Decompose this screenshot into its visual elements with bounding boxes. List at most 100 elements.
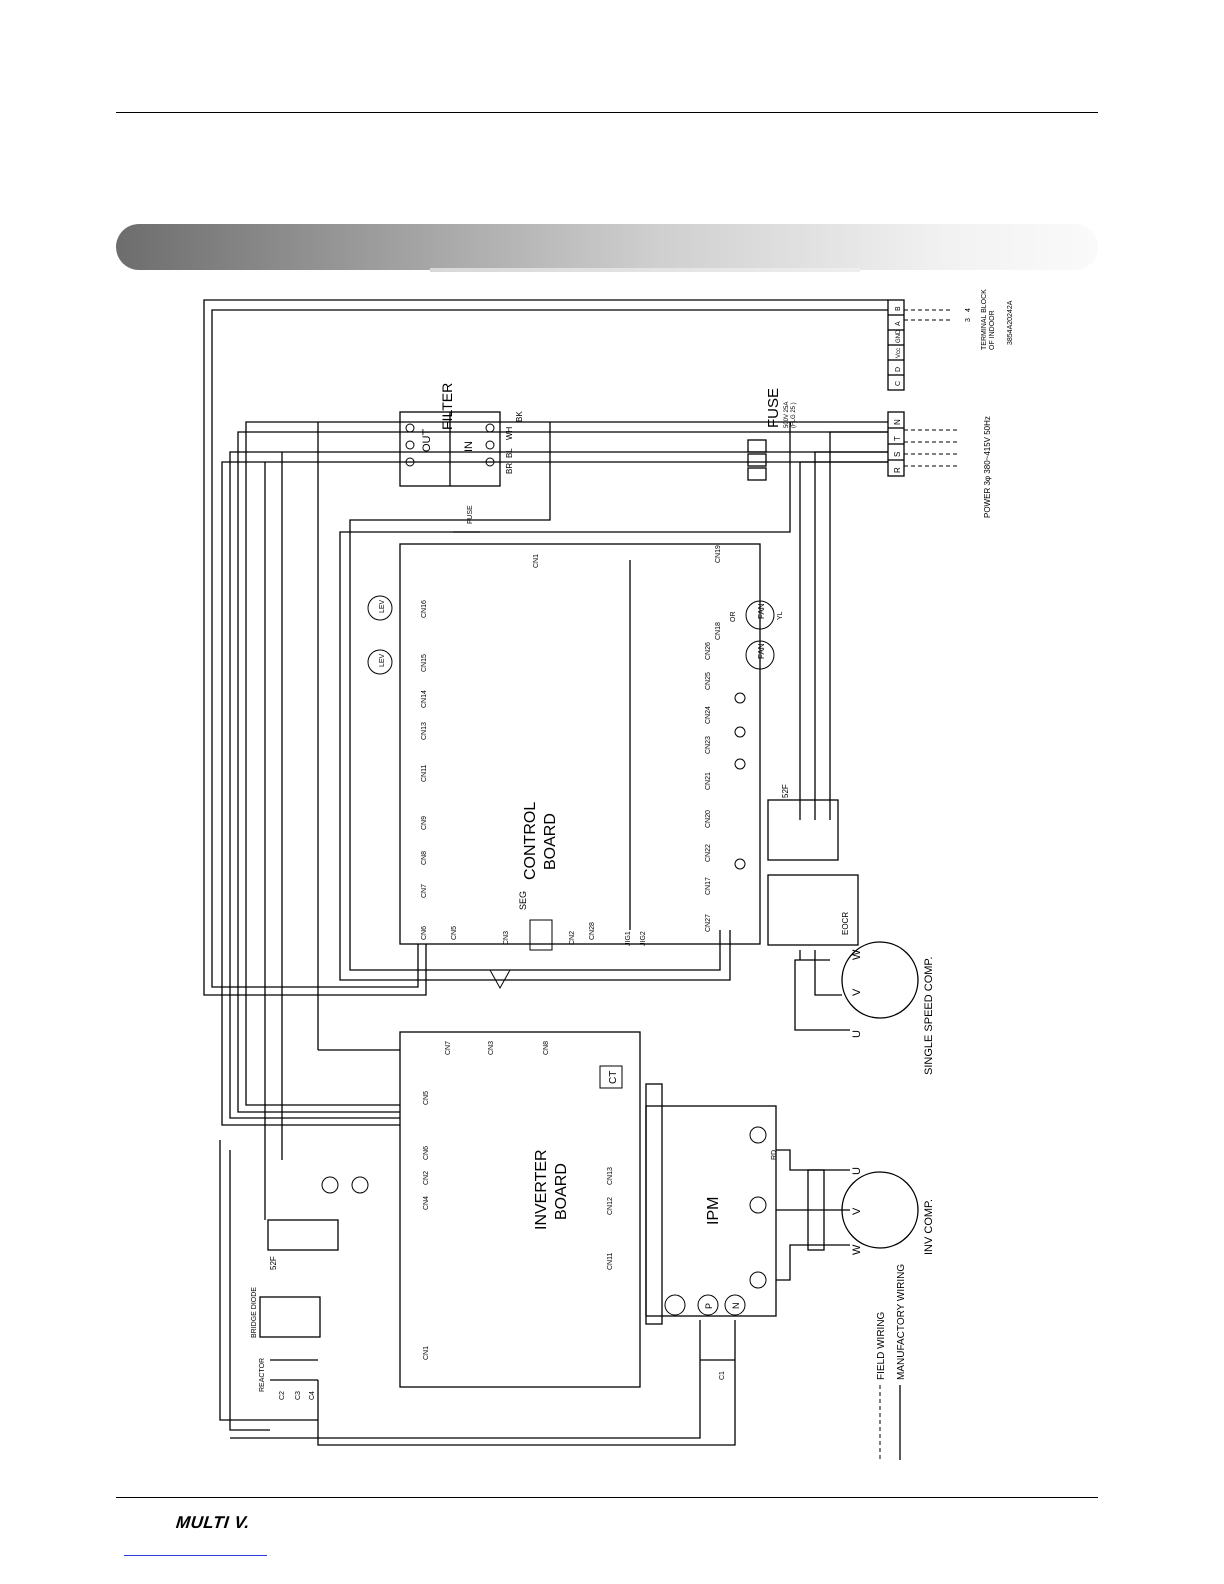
terminal-c: C [895, 381, 902, 386]
relay-52f-label: 52F [781, 784, 790, 798]
cap-c3-label: C3 [295, 1391, 302, 1400]
terminal-block-label: TERMINAL BLOCK [981, 289, 988, 350]
page-link-underline[interactable] [124, 1555, 267, 1556]
control-cn6: CN6 [421, 926, 428, 940]
terminal-t: T [893, 436, 902, 441]
fan-label-1: FAN [757, 603, 766, 619]
control-cn24: CN24 [705, 706, 712, 724]
control-cn28: CN28 [589, 922, 596, 940]
cap-c1-label: C1 [719, 1371, 726, 1380]
control-cn21: CN21 [705, 772, 712, 790]
wiring-diagram: FILTER OUT IN FUSE 500V 25A (FLG 25 ) FU… [203, 289, 1014, 1460]
fan-label-2: FAN [757, 643, 766, 659]
indoor-terminal-3: 3 [965, 318, 972, 322]
eocr-label: EOCR [841, 912, 850, 935]
control-board-label-2: BOARD [542, 813, 559, 870]
bridge-diode-label: BRIDGE DIODE [251, 1287, 258, 1338]
fuse-label: FUSE [765, 388, 782, 428]
control-jig1: JIG1 [625, 931, 632, 946]
inverter-board-label: INVERTER [533, 1149, 550, 1230]
fuse-part: (FLG 25 ) [791, 402, 797, 428]
fuse-small-label: FUSE [467, 505, 474, 524]
comp-v-label: V [851, 988, 863, 996]
inverter-cn1: CN1 [423, 1346, 430, 1360]
terminal-b: B [895, 306, 902, 311]
indoor-terminal-4: 4 [965, 308, 972, 312]
control-cn25: CN25 [705, 672, 712, 690]
footer-rule [116, 1497, 1098, 1498]
inverter-cn11: CN11 [607, 1253, 614, 1270]
control-cn17: CN17 [705, 877, 712, 895]
power-label: POWER 3φ 380~415V 50Hz [983, 416, 992, 518]
inverter-cn2: CN2 [423, 1171, 430, 1185]
control-cn22: CN22 [705, 844, 712, 862]
inverter-cn12: CN12 [607, 1197, 614, 1215]
wire-label-or: OR [730, 612, 737, 623]
terminal-d: D [895, 367, 902, 372]
control-cn3: CN3 [503, 931, 510, 945]
terminal-a: A [895, 321, 902, 326]
control-cn9: CN9 [421, 816, 428, 830]
terminal-vcc: Vcc [896, 348, 902, 358]
control-cn13: CN13 [421, 722, 428, 740]
control-cn20: CN20 [705, 810, 712, 828]
terminal-s: S [893, 452, 902, 457]
control-cn26: CN26 [705, 642, 712, 660]
control-cn2: CN2 [569, 931, 576, 945]
control-cn18: CN18 [715, 622, 722, 640]
single-speed-comp-label: SINGLE SPEED COMP. [923, 957, 935, 1075]
control-cn27: CN27 [705, 914, 712, 932]
wire-label-br-filter: BR [505, 463, 514, 474]
control-cn8: CN8 [421, 851, 428, 865]
inverter-cn6: CN6 [423, 1146, 430, 1160]
control-cn19: CN19 [715, 545, 722, 563]
relay-52f-inverter-label: 52F [269, 1256, 278, 1270]
terminal-r: R [893, 467, 902, 473]
filter-out-label: OUT [421, 429, 433, 453]
manufactory-wiring-label: MANUFACTORY WIRING [896, 1264, 907, 1380]
comp-u-label: U [851, 1030, 863, 1038]
control-cn5: CN5 [451, 926, 458, 940]
wire-label-bk-filter: BK [515, 411, 524, 422]
ipm-n-label: N [731, 1303, 741, 1310]
filter-in-label: IN [463, 441, 475, 452]
banner-shadow [430, 268, 860, 272]
fuse-rating: 500V 25A [784, 402, 790, 428]
inverter-cn13: CN13 [607, 1167, 614, 1185]
filter-label: FILTER [439, 383, 455, 430]
comp-w-label: W [851, 949, 863, 960]
inv-w-label: W [851, 1244, 863, 1255]
reactor-label: REACTOR [259, 1358, 266, 1392]
inverter-cn3: CN3 [488, 1041, 495, 1055]
inv-comp-label: INV COMP. [923, 1199, 935, 1255]
ct-label: CT [608, 1071, 619, 1084]
cap-c4-label: C4 [309, 1391, 316, 1400]
inverter-cn5: CN5 [423, 1091, 430, 1105]
terminal-n: N [893, 419, 902, 425]
lev-label-1: LEV [379, 599, 386, 613]
control-cn1: CN1 [533, 554, 540, 568]
wire-label-wh-filter: WH [505, 426, 514, 440]
inverter-cn4: CN4 [423, 1196, 430, 1210]
terminal-gnd: GND [896, 329, 902, 343]
wire-label-yl: YL [777, 611, 784, 620]
multi-v-logo: MULTI V. [175, 1513, 251, 1532]
inverter-board-label-2: BOARD [553, 1163, 570, 1220]
drawing-number: 3854A20242A [1007, 300, 1014, 345]
control-cn16: CN16 [421, 600, 428, 618]
ipm-p-label: P [704, 1303, 714, 1309]
wire-label-rd: RD [771, 1150, 778, 1160]
of-indoor-label: OF INDOOR [989, 310, 996, 350]
header-rule [116, 112, 1098, 113]
inverter-cn8: CN8 [543, 1041, 550, 1055]
control-cn14: CN14 [421, 690, 428, 708]
field-wiring-label: FIELD WIRING [876, 1311, 887, 1380]
section-banner [116, 224, 1098, 270]
control-cn15: CN15 [421, 654, 428, 672]
seg-label: SEG [518, 891, 528, 910]
control-cn7: CN7 [421, 884, 428, 898]
control-cn23: CN23 [705, 736, 712, 754]
inverter-cn7: CN7 [445, 1041, 452, 1055]
lev-label-2: LEV [379, 653, 386, 667]
wire-label-bl-filter: BL [505, 448, 514, 458]
